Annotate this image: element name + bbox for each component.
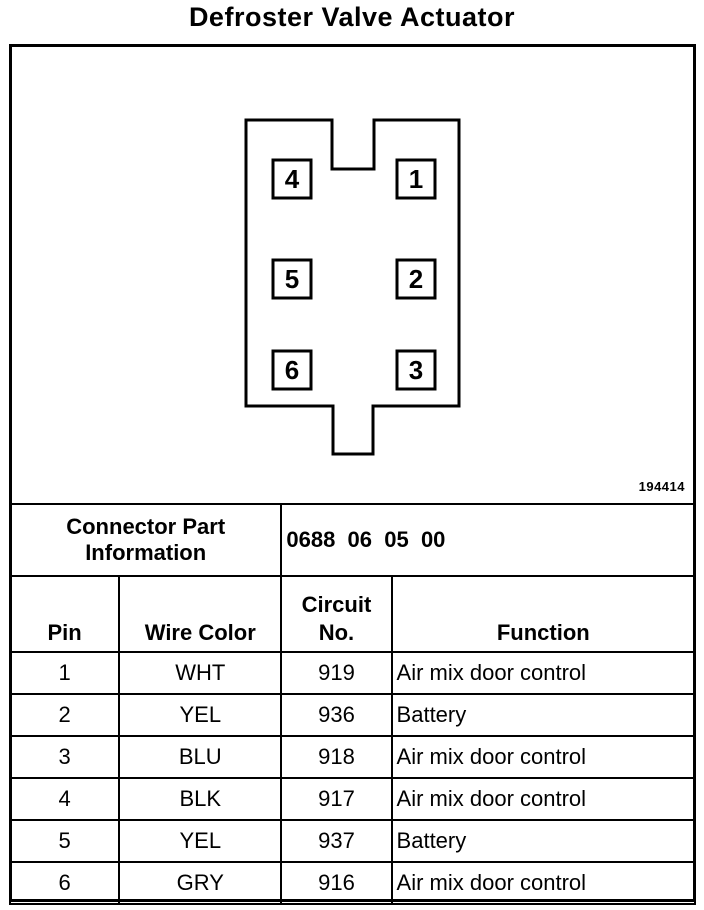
pin-3-label: 3 bbox=[409, 355, 423, 385]
row-wire-color: YEL bbox=[118, 693, 283, 737]
table-row: 6 GRY 916 Air mix door control bbox=[8, 861, 697, 905]
header-circuit: Circuit No. bbox=[280, 575, 393, 653]
row-function: Battery bbox=[390, 693, 697, 737]
connector-body bbox=[244, 118, 461, 456]
row-function: Battery bbox=[390, 819, 697, 863]
pin-1-label: 1 bbox=[409, 164, 423, 194]
connector-table: Connector Part Information 0688 06 05 00… bbox=[8, 503, 697, 905]
row-function: Air mix door control bbox=[390, 651, 697, 695]
pin-5-box bbox=[271, 258, 313, 300]
connector-part-number: 0688 06 05 00 bbox=[280, 503, 696, 577]
figure-number: 194414 bbox=[638, 479, 685, 494]
header-function: Function bbox=[390, 575, 697, 653]
connector-info-label-line1: Connector Part bbox=[66, 514, 226, 539]
row-circuit: 916 bbox=[280, 861, 393, 905]
table-row: 5 YEL 937 Battery bbox=[8, 819, 697, 863]
row-circuit: 918 bbox=[280, 735, 393, 779]
row-circuit: 937 bbox=[280, 819, 393, 863]
row-wire-color: WHT bbox=[118, 651, 283, 695]
pin-6-box bbox=[271, 349, 313, 391]
page-title: Defroster Valve Actuator bbox=[188, 2, 516, 32]
pin-2-label: 2 bbox=[409, 264, 423, 294]
row-wire-color: YEL bbox=[118, 819, 283, 863]
header-pin: Pin bbox=[8, 575, 121, 653]
row-wire-color: GRY bbox=[118, 861, 283, 905]
row-pin: 5 bbox=[8, 819, 121, 863]
table-row: 1 WHT 919 Air mix door control bbox=[8, 651, 697, 695]
pin-6-label: 6 bbox=[285, 355, 299, 385]
row-function: Air mix door control bbox=[390, 861, 697, 905]
row-function: Air mix door control bbox=[390, 735, 697, 779]
header-wire-color: Wire Color bbox=[118, 575, 283, 653]
pin-5-label: 5 bbox=[285, 264, 299, 294]
connector-info-row: Connector Part Information 0688 06 05 00 bbox=[8, 503, 696, 577]
pin-4-box bbox=[271, 158, 313, 200]
table-header-row: Pin Wire Color Circuit No. Function bbox=[8, 575, 697, 653]
row-function: Air mix door control bbox=[390, 777, 697, 821]
row-circuit: 917 bbox=[280, 777, 393, 821]
row-circuit: 936 bbox=[280, 693, 393, 737]
pin-2-box bbox=[395, 258, 437, 300]
table-row: 3 BLU 918 Air mix door control bbox=[8, 735, 697, 779]
pin-3-box bbox=[395, 349, 437, 391]
header-circuit-line2: No. bbox=[318, 620, 355, 645]
row-pin: 1 bbox=[8, 651, 121, 695]
row-pin: 6 bbox=[8, 861, 121, 905]
row-circuit: 919 bbox=[280, 651, 393, 695]
table-row: 2 YEL 936 Battery bbox=[8, 693, 697, 737]
connector-info-label: Connector Part Information bbox=[8, 503, 283, 577]
connector-outline: 4 1 5 2 6 3 bbox=[244, 118, 461, 456]
pin-1-box bbox=[395, 158, 437, 200]
row-wire-color: BLU bbox=[118, 735, 283, 779]
pin-4-label: 4 bbox=[285, 164, 300, 194]
row-pin: 4 bbox=[8, 777, 121, 821]
row-pin: 2 bbox=[8, 693, 121, 737]
connector-diagram: 4 1 5 2 6 3 194414 bbox=[9, 44, 693, 502]
header-circuit-line1: Circuit bbox=[301, 592, 372, 617]
row-wire-color: BLK bbox=[118, 777, 283, 821]
connector-info-label-line2: Information bbox=[85, 540, 207, 565]
table-row: 4 BLK 917 Air mix door control bbox=[8, 777, 697, 821]
row-pin: 3 bbox=[8, 735, 121, 779]
